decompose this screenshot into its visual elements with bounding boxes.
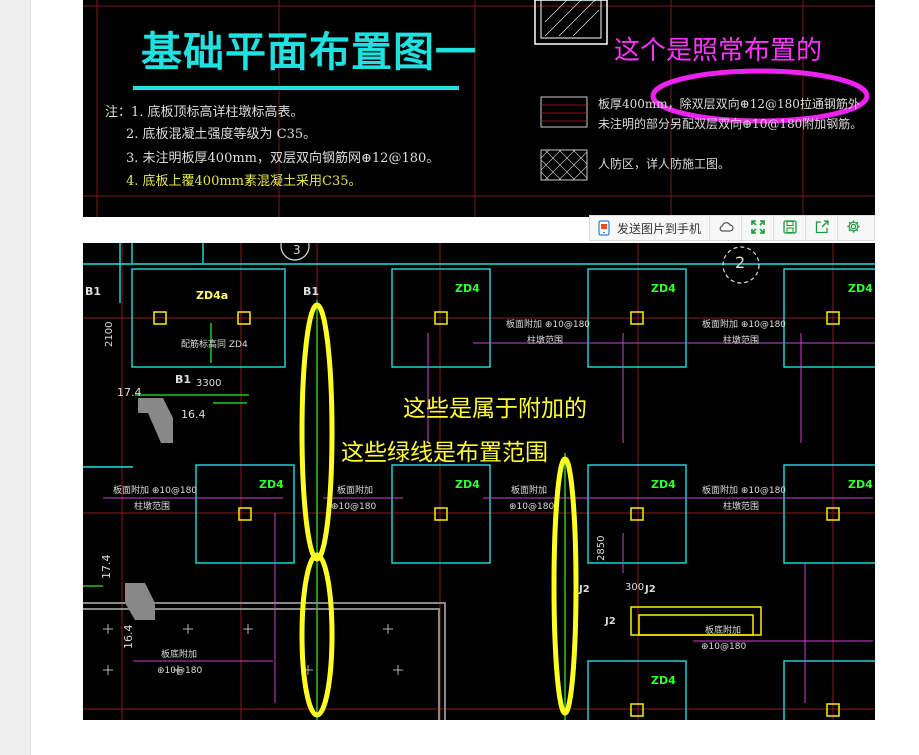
label-zdfw-1: 柱墩范围 — [527, 336, 564, 346]
gear-icon — [846, 219, 861, 237]
label-zd4-3: ZD4 — [848, 282, 873, 295]
cloud-button[interactable] — [710, 216, 743, 240]
label-zd4-8: ZD4 — [651, 674, 676, 687]
save-icon — [782, 219, 797, 237]
label-j2-2: J2 — [645, 584, 656, 595]
label-bmfj-2: 板面附加 ⊕10@180 — [702, 320, 787, 330]
share-button[interactable] — [806, 216, 839, 240]
label-bmfj-4: 板面附加 ⊕10@180 — [702, 486, 787, 496]
cad-image-top[interactable]: 基础平面布置图一 注：1. 底板顶标高详柱墩标高表。 2. 底板混凝土强度等级为… — [83, 0, 875, 217]
dim-16-4-a: 16.4 — [181, 408, 206, 421]
expand-icon — [750, 219, 765, 237]
label-bmfj-1: 板面附加 ⊕10@180 — [506, 320, 591, 330]
legend-1-line1: 板厚400mm，除双层双向⊕12@180拉通钢筋外 — [598, 97, 860, 111]
dim-16-4-b: 16.4 — [122, 624, 135, 650]
yellow-highlight-ellipse-2 — [299, 552, 335, 718]
label-bmfj-short-1: 板面附加 — [337, 486, 374, 496]
label-zd4-4: ZD4 — [259, 478, 284, 491]
annotation-green-range: 这些绿线是布置范围 — [341, 440, 548, 466]
dim-2850: 2850 — [596, 535, 607, 561]
dim-2100: 2100 — [104, 321, 115, 347]
label-b1-dim: B1 — [175, 373, 192, 386]
cad-drawing-top — [83, 0, 875, 217]
annotation-normal-layout: 这个是照常布置的 — [614, 36, 823, 66]
send-to-phone-label: 发送图片到手机 — [617, 221, 702, 236]
drawing-title: 基础平面布置图一 — [141, 28, 477, 76]
label-zd4-5: ZD4 — [455, 478, 480, 491]
dim-17-4-b: 17.4 — [100, 554, 113, 580]
label-zd4-6: ZD4 — [651, 478, 676, 491]
axis-circle-2-label: 2 — [735, 253, 746, 272]
label-bmfj-short-2: 板面附加 — [511, 486, 548, 496]
label-b1-left: B1 — [85, 285, 102, 298]
label-bmfj-3: 板面附加 ⊕10@180 — [113, 486, 198, 496]
label-zd4-2: ZD4 — [651, 282, 676, 295]
label-b1-mid: B1 — [303, 285, 320, 298]
dim-300: 300 — [625, 582, 645, 593]
label-zdfw-3: 柱墩范围 — [134, 502, 171, 512]
settings-button[interactable] — [838, 216, 869, 240]
label-rebar-1: ⊕10@180 — [331, 502, 377, 512]
image-toolbar: 发送图片到手机 — [589, 215, 875, 241]
label-zdfw-2: 柱墩范围 — [723, 336, 760, 346]
send-to-phone-button[interactable]: 发送图片到手机 — [590, 216, 711, 240]
label-rebar-2: ⊕10@180 — [509, 502, 555, 512]
cad-drawing-bottom — [83, 243, 875, 720]
share-icon — [815, 219, 829, 237]
phone-send-icon — [598, 220, 612, 236]
label-zd4-1: ZD4 — [455, 282, 480, 295]
cad-image-bottom[interactable]: B1 B1 B1 3 2 ZD4a ZD4 ZD4 ZD4 ZD4 ZD4 ZD… — [83, 243, 875, 720]
left-rail — [0, 0, 31, 755]
label-peijin: 配筋标高同 ZD4 — [181, 340, 248, 350]
annotation-additional: 这些是属于附加的 — [403, 396, 587, 422]
expand-button[interactable] — [742, 216, 775, 240]
yellow-highlight-ellipse-1 — [299, 302, 335, 562]
label-j2-1: J2 — [579, 584, 590, 595]
label-bdfj-1: 板底附加 — [161, 650, 198, 660]
note-2: 2. 底板混凝土强度等级为 C35。 — [126, 127, 317, 142]
legend-2: 人防区，详人防施工图。 — [598, 157, 731, 171]
label-zdfw-4: 柱墩范围 — [723, 502, 760, 512]
label-zd4-7: ZD4 — [848, 478, 873, 491]
note-3: 3. 未注明板厚400mm，双层双向钢筋网⊕12@180。 — [126, 151, 440, 166]
label-rebar-3: ⊕10@180 — [157, 666, 203, 676]
save-button[interactable] — [774, 216, 807, 240]
note-4: 4. 底板上覆400mm素混凝土采用C35。 — [126, 174, 362, 189]
cloud-icon — [718, 221, 734, 236]
dim-3300: 3300 — [196, 378, 222, 389]
note-1: 注：1. 底板顶标高详柱墩标高表。 — [105, 105, 304, 120]
magenta-highlight-ellipse — [650, 68, 870, 124]
axis-circle-3-label: 3 — [293, 243, 301, 257]
dim-17-4-a: 17.4 — [117, 386, 142, 399]
label-bdfj-2: 板底附加 — [705, 626, 742, 636]
legend-1-line2: 未注明的部分另配双层双向⊕10@180附加钢筋。 — [598, 117, 863, 131]
label-j2-3: J2 — [605, 616, 616, 627]
label-rebar-4: ⊕10@180 — [701, 642, 747, 652]
yellow-highlight-ellipse-3 — [551, 456, 579, 716]
label-zd4a: ZD4a — [196, 289, 229, 302]
